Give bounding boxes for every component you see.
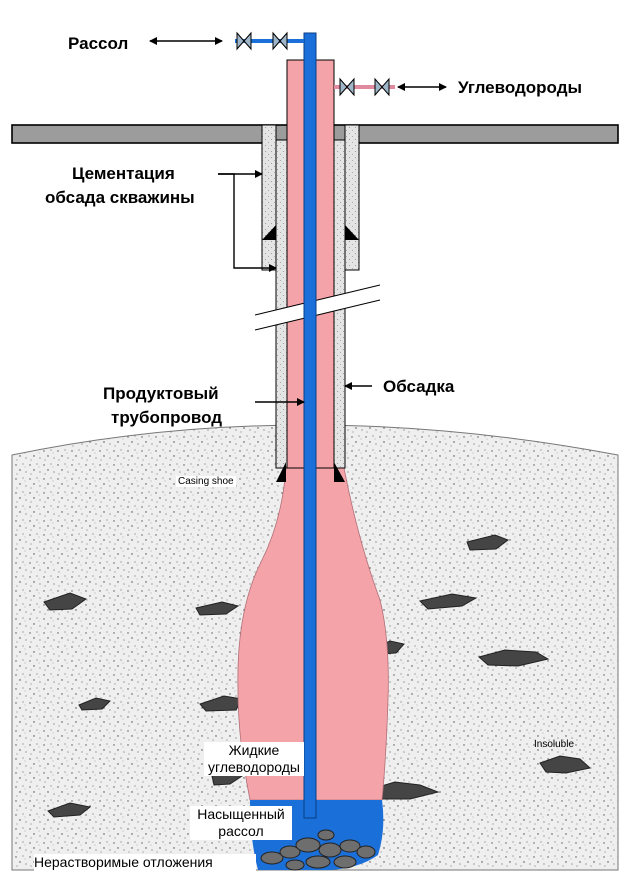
brine-valves [235, 31, 304, 51]
insoluble-deposits-label: Нерастворимые отложения [34, 854, 256, 871]
hydrocarbons-label: Углеводороды [458, 78, 583, 97]
saturated-brine-label: Насыщенный рассол [190, 806, 292, 840]
casing-shoe-label: Casing shoe [176, 476, 236, 487]
product-pipe-label-line2: трубопровод [111, 408, 223, 427]
cement-casing [261, 124, 360, 271]
liquid-hydrocarbons-label: Жидкие углеводороды [204, 742, 304, 776]
casing-label: Обсадка [383, 377, 455, 396]
hydrocarbon-valves [334, 77, 395, 97]
insoluble-label: Insoluble [534, 739, 575, 750]
cementing-label: Цементация [72, 164, 175, 183]
insoluble-deposits-rocks [260, 829, 376, 871]
well-break [254, 284, 381, 331]
well-casing-label: обсада скважины [45, 188, 195, 207]
saturated-brine-line1: Насыщенный [197, 806, 285, 822]
product-pipe-label-line1: Продуктовый [103, 384, 219, 403]
liquid-hydrocarbons-line2: углеводороды [208, 759, 300, 775]
product-pipe [303, 32, 317, 819]
arrows [149, 37, 447, 406]
insoluble-inclusions [43, 534, 592, 818]
saturated-brine-line2: рассол [218, 823, 264, 839]
brine-label: Рассол [68, 34, 129, 53]
liquid-hydrocarbons-line1: Жидкие [228, 742, 280, 758]
